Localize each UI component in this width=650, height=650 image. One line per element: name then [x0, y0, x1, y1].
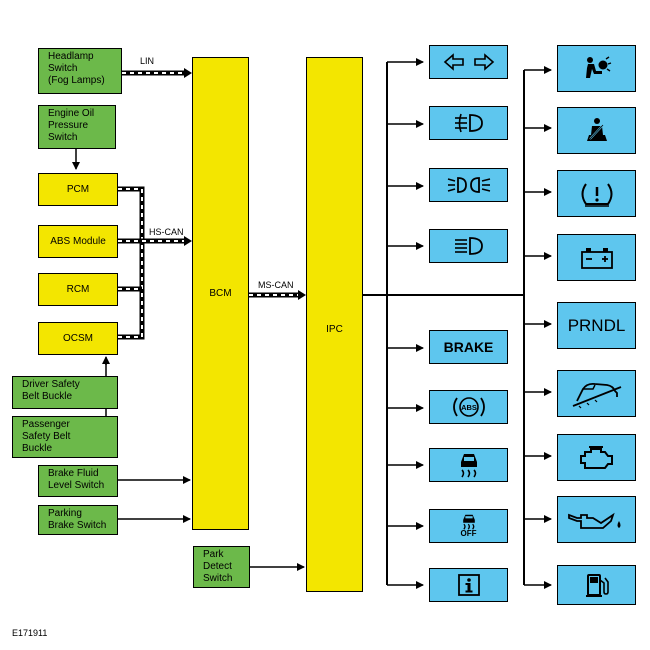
- parking-lamps-icon: [447, 177, 490, 193]
- hs-can-label: HS-CAN: [149, 227, 184, 237]
- ms-can-label: MS-CAN: [258, 280, 294, 290]
- abs-icon: ABS: [452, 397, 485, 417]
- high-beam-indicator: [429, 229, 508, 263]
- hs-can-bus: [118, 186, 192, 340]
- headlamp-switch-box: Headlamp Switch (Fog Lamps): [38, 48, 122, 94]
- passenger-belt-buckle-box: Passenger Safety Belt Buckle: [12, 416, 118, 458]
- fuel-indicator: [557, 565, 636, 605]
- battery-icon: [580, 247, 613, 269]
- fuel-icon: [585, 574, 609, 597]
- traction-control-indicator: [429, 448, 508, 482]
- check-engine-icon: [579, 445, 613, 469]
- off-label: OFF: [460, 529, 477, 538]
- airbag-icon: [585, 55, 611, 78]
- oil-pressure-indicator: [557, 496, 636, 543]
- rcm-box: RCM: [38, 273, 118, 306]
- hill-descent-indicator: [557, 370, 636, 417]
- traction-control-off-icon: [462, 514, 475, 530]
- abs-indicator: ABS: [429, 390, 508, 424]
- turn-signal-icon: [443, 53, 494, 71]
- ipc-module: IPC: [306, 57, 363, 592]
- tire-pressure-icon: [581, 182, 612, 207]
- engine-oil-pressure-switch-box: Engine Oil Pressure Switch: [38, 105, 116, 149]
- tire-pressure-indicator: [557, 170, 636, 217]
- abs-module-box: ABS Module: [38, 225, 118, 258]
- lin-label: LIN: [140, 56, 155, 66]
- abs-text: ABS: [461, 403, 477, 412]
- information-indicator: [429, 568, 508, 602]
- front-fog-icon: [454, 113, 483, 133]
- oil-pressure-icon: [567, 512, 620, 529]
- parking-lamps-indicator: [429, 168, 508, 202]
- turn-signal-indicator: [429, 45, 508, 79]
- front-fog-indicator: [429, 106, 508, 140]
- traction-control-icon: [460, 454, 477, 478]
- seatbelt-indicator: [557, 107, 636, 154]
- park-detect-switch-box: Park Detect Switch: [193, 546, 250, 588]
- brake-warning-indicator: BRAKE: [429, 330, 508, 364]
- ms-can-bus: [249, 290, 306, 300]
- information-icon: [457, 574, 480, 596]
- driver-belt-buckle-box: Driver Safety Belt Buckle: [12, 376, 118, 409]
- seatbelt-icon: [586, 117, 607, 141]
- ocsm-box: OCSM: [38, 322, 118, 355]
- parking-brake-switch-box: Parking Brake Switch: [38, 505, 118, 535]
- pcm-box: PCM: [38, 173, 118, 206]
- lin-bus: [122, 68, 192, 78]
- airbag-indicator: [557, 45, 636, 92]
- high-beam-icon: [454, 237, 483, 255]
- check-engine-indicator: [557, 434, 636, 481]
- brake-fluid-level-switch-box: Brake Fluid Level Switch: [38, 465, 118, 497]
- prndl-indicator: PRNDL: [557, 302, 636, 349]
- battery-indicator: [557, 234, 636, 281]
- hill-descent-icon: [572, 382, 621, 408]
- traction-control-off-indicator: OFF: [429, 509, 508, 543]
- bcm-module: BCM: [192, 57, 249, 530]
- figure-code: E171911: [12, 628, 48, 638]
